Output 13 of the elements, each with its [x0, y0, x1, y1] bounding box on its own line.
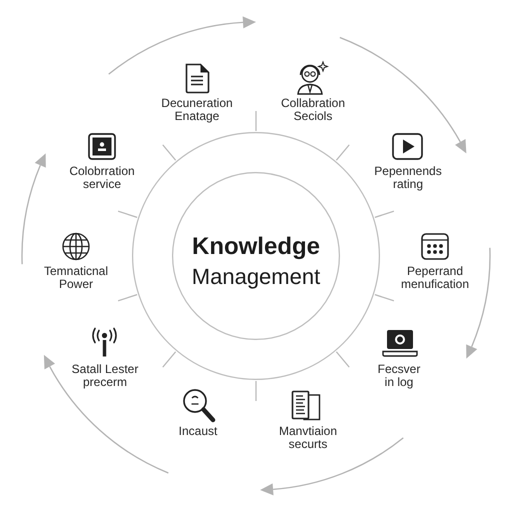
feature-label: Peperrand menufication: [400, 264, 470, 291]
feature-label: Colobrration service: [69, 164, 135, 191]
center-circle: [172, 172, 340, 340]
feature-label: Satall Lester precerm: [72, 362, 138, 389]
center-title: Knowledge: [192, 233, 320, 260]
feature-label: Manvtiaion securts: [278, 424, 338, 451]
feature-label: Temnaticnal Power: [44, 264, 108, 291]
feature-label: Pepennends rating: [374, 164, 442, 191]
feature-label: Fecsver in log: [378, 362, 420, 389]
feature-label: Incaust: [178, 424, 218, 438]
feature-label: Decuneration Enatage: [161, 96, 233, 123]
feature-label: Collabration Seciols: [280, 96, 346, 123]
center-subtitle: Management: [192, 264, 320, 289]
